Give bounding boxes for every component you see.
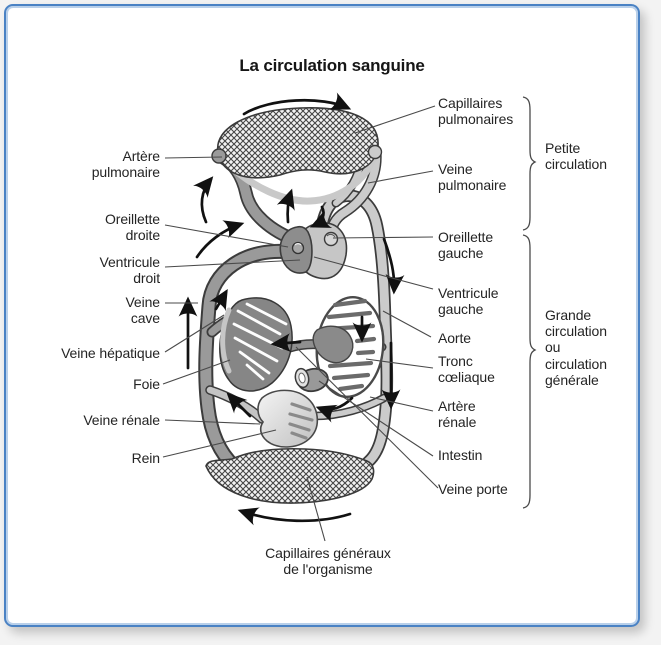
label-capillaires-pulmonaires: Capillaires pulmonaires [438,95,514,128]
label-artere-renale: Artère rénale [438,398,477,431]
label-oreillette-droite: Oreillette droite [104,211,160,244]
label-foie: Foie [133,376,160,392]
liver-shape [219,297,293,392]
label-veine-hepatique: Veine hépatique [61,345,160,361]
petite-circulation-bracket [522,96,537,231]
label-petite-circulation: Petite circulation [545,140,607,173]
right-atrium-opening [291,241,305,255]
pulmonary-capillary-band [217,150,380,205]
heart-shape [279,222,348,280]
intestine-section-cylinder [294,367,329,393]
mesentery-vessels [312,325,354,364]
label-grande-circulation: Grande circulation ou circulation généra… [545,307,607,388]
intestine-shape [294,295,385,399]
kidney-shape [257,389,319,448]
grande-circulation-bracket [522,234,537,509]
label-rein: Rein [131,450,161,466]
label-tronc-coeliaque: Tronc cœliaque [438,353,495,386]
label-veine-cave: Veine cave [125,294,160,327]
label-aorte: Aorte [438,330,471,346]
vena-cava-vessel [198,243,299,474]
label-oreillette-gauche: Oreillette gauche [438,229,494,262]
lung-vein-junction [367,144,383,160]
label-veine-porte: Veine porte [438,481,508,497]
label-ventricule-droit: Ventricule droit [99,254,161,287]
label-veine-pulmonaire: Veine pulmonaire [438,161,507,194]
renal-vein-vessel [205,385,267,424]
leader-lines [162,105,439,542]
lungs-capillaries-shape [217,107,379,179]
diagram-title: La circulation sanguine [239,56,425,75]
flow-arrows [178,92,405,526]
label-capillaires-generaux: Capillaires généraux de l'organisme [265,545,391,578]
label-veine-renale: Veine rénale [83,412,160,428]
lung-artery-junction [211,148,227,164]
label-artere-pulmonaire: Artère pulmonaire [91,148,160,181]
label-ventricule-gauche: Ventricule gauche [438,285,499,318]
body-capillaries-shape [205,447,375,504]
label-intestin: Intestin [438,447,483,463]
